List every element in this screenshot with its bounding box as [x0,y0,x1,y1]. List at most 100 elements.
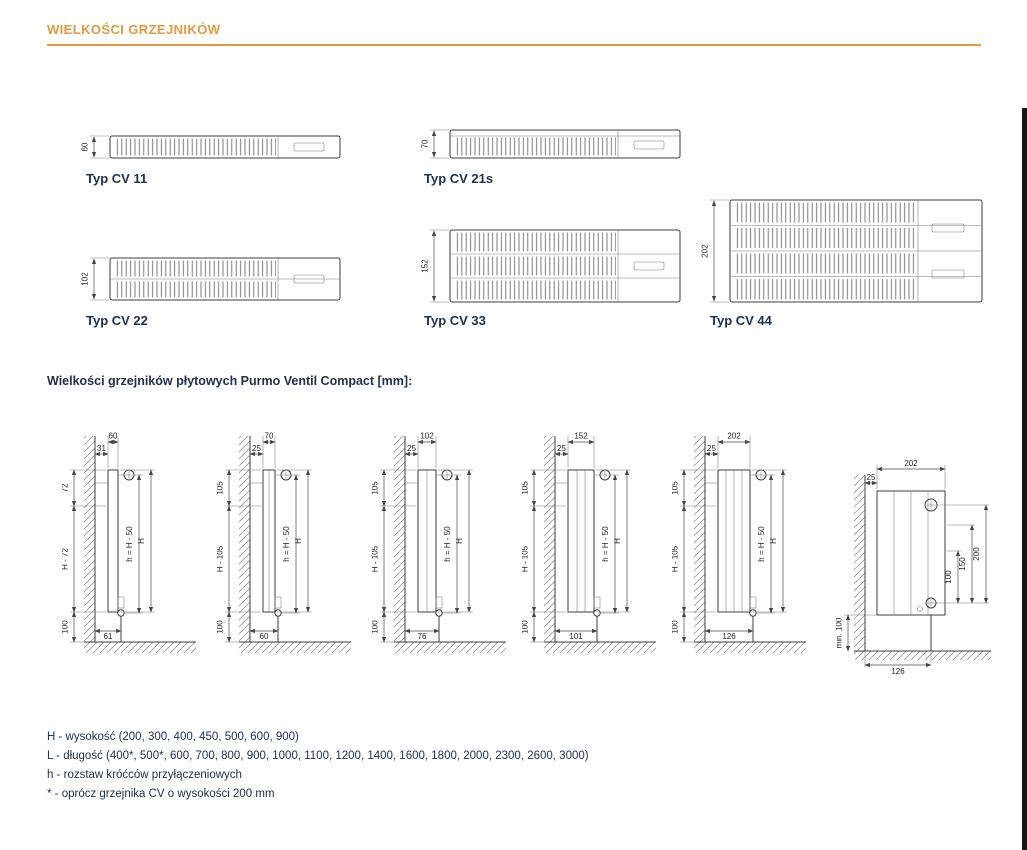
floor-hatch [394,642,506,653]
vent-grille [931,223,965,233]
connection-valve [274,609,282,617]
vent-grille [931,269,965,279]
dim-floor-clearance: 100 [522,620,530,634]
convector-fins [454,232,616,252]
dim-conn-distance: 61 [104,632,113,641]
dim-middle: H - 105 [372,545,380,572]
convector-fins [454,280,616,300]
depth-dimension: 70 [421,129,449,159]
wall-hatch [694,436,705,642]
floor-hatch [84,642,196,653]
dim-height: H [613,538,622,544]
radiator [876,490,946,663]
bottom-connection [925,597,937,609]
wall-hatch [239,436,250,642]
vent-grille [633,140,665,150]
side-view-cv44: 202 25 105 H - 105 100 h = H - 50 H 126 [672,432,806,653]
connection-valve [749,609,757,617]
dimensions: 60 31 72 H - 72 100 h = H - 50 H 61 [62,432,155,643]
dim-middle: H - 105 [672,545,680,572]
wall-hatch [854,475,865,651]
wall-hatch [394,436,405,642]
dimensions: 202 25 105 H - 105 100 h = H - 50 H 126 [672,432,787,643]
radiator [705,469,767,642]
legend-line-note: * - oprócz grzejnika CV o wysokości 200 … [47,788,275,800]
legend-line-length: L - długość (400*, 500*, 600, 700, 800, … [47,750,589,762]
dim-middle: H - 105 [217,545,225,572]
connection-valve [593,609,601,617]
detail-view-cv44: 202 25 100 150 200 min. 100 126 [836,459,991,675]
dim-conn-spacing: h = H - 50 [757,526,766,562]
dim-conn-distance: 60 [260,632,269,641]
dim-depth: 60 [109,432,118,441]
type-label-cv44: Typ CV 44 [710,313,772,328]
side-view-cv33: 152 25 105 H - 105 100 h = H - 50 H 101 [522,432,656,653]
cross-section-cv22-drawing: 102 [81,257,341,301]
convector-fins [734,253,916,274]
wall-and-floor [84,436,196,653]
type-label-cv21s: Typ CV 21s [424,171,494,186]
dim-floor-clearance: 100 [217,620,225,634]
dim-conn-spacing: h = H - 50 [282,526,291,562]
cross-section-cv21s-drawing: 70 [421,129,681,159]
connection-block [593,596,601,609]
legend-line-connections: h - rozstaw króćców przyłączeniowych [47,769,242,781]
floor-hatch [694,642,806,653]
dim-top: 105 [372,481,380,495]
dim-top: 72 [62,483,70,492]
dim-depth: 202 [727,432,741,441]
side-view-cv11: 60 31 72 H - 72 100 h = H - 50 H 61 [62,432,196,653]
connection-valve [117,609,125,617]
dim-depth: 70 [421,139,430,148]
drain-plug [917,606,923,612]
cross-section-cv11-drawing: 60 [81,135,341,159]
dim-depth: 70 [265,432,274,441]
section-label: Wielkości grzejników płytowych Purmo Ven… [47,374,413,388]
depth-dimension: 202 [701,199,729,303]
dim-height: H [769,538,778,544]
dim-conn-spacing: h = H - 50 [443,526,452,562]
wall-and-floor [544,436,656,653]
convector-fins [454,256,616,276]
dim-middle: H - 72 [62,548,70,570]
type-label-cv33: Typ CV 33 [424,313,486,328]
radiator [250,469,292,642]
dim-depth: 102 [81,272,90,286]
connection-block [749,596,757,609]
dim-depth: 202 [904,459,918,468]
dim-height: H [294,538,303,544]
convector-fins [114,138,276,156]
dim-depth: 152 [421,259,430,273]
scan-edge-artifact [1022,108,1027,850]
convector-fins [454,137,616,156]
convector-fins [114,260,276,277]
radiator-top-outline [449,229,681,303]
dim-wall-offset: 25 [557,444,566,453]
dim-wall-offset: 25 [707,444,716,453]
type-label-cv22: Typ CV 22 [86,313,148,328]
floor-hatch [239,642,351,653]
dim-conn-spacing: h = H - 50 [125,526,134,562]
radiator-body [107,469,119,613]
dim-depth: 102 [420,432,434,441]
radiator-top-outline [449,129,681,159]
dim-depth: 202 [701,244,710,258]
cross-section-cv33-drawing: 152 [421,229,681,303]
cross-section-cv44-drawing: 202 [701,199,983,303]
dim-wall-offset: 25 [867,473,876,482]
floor-hatch [544,642,656,653]
dimensions: 70 25 105 H - 105 100 h = H - 50 H 60 [217,432,312,643]
dim-min-clearance: min. 100 [836,617,844,648]
vent-grille [293,142,325,152]
connection-block [435,596,443,609]
dim-conn-distance: 76 [418,632,427,641]
wall-hatch [84,436,95,642]
dim-wall-offset: 25 [252,444,261,453]
type-label-cv11: Typ CV 11 [86,171,148,186]
connection-valve [435,609,443,617]
vent-grille [293,274,325,284]
convector-fins [734,228,916,248]
wall-and-floor [239,436,351,653]
dimensions: 102 25 105 H - 105 100 h = H - 50 H 76 [372,432,473,643]
